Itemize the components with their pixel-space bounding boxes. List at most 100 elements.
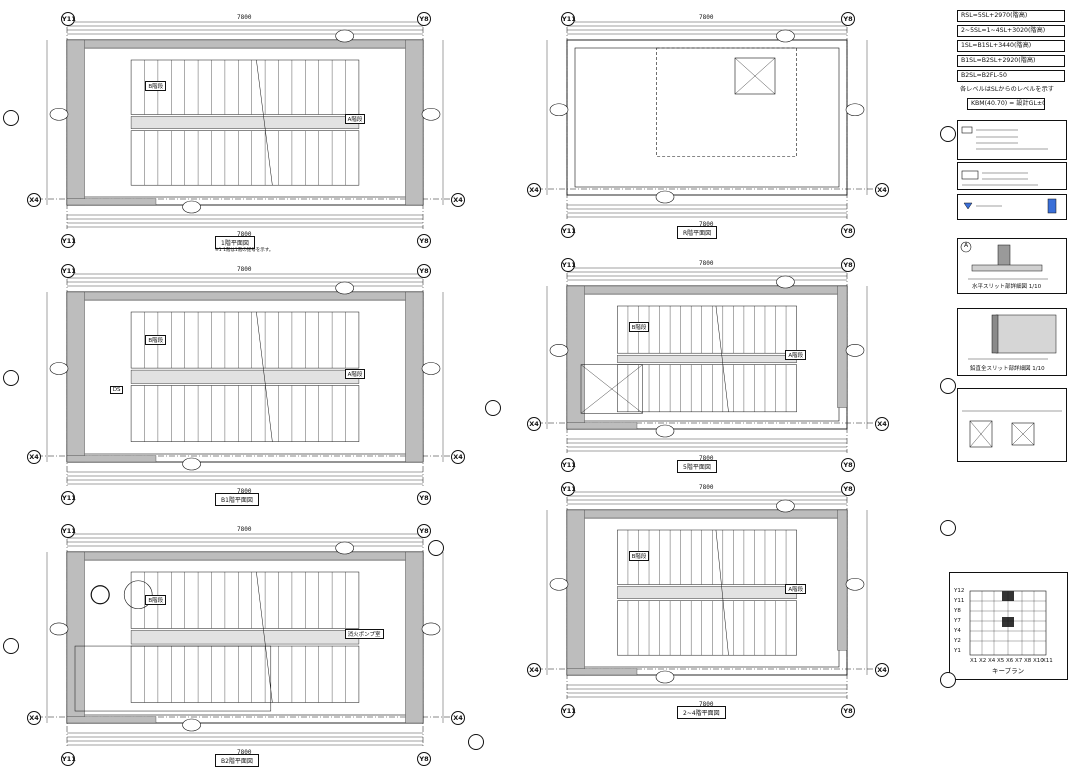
section-marker-icon (3, 110, 19, 126)
grid-bubble-y11: Y11 (61, 12, 76, 26)
vertical-slit-detail: 鉛直全スリット部詳細図 1/10 (957, 308, 1067, 376)
legend-slab-graphic (961, 170, 1038, 186)
room-label: B階段 (145, 334, 167, 345)
grid-bubble-x4: X4 (875, 663, 889, 677)
grid-bubble-y11: Y11 (61, 491, 76, 505)
horizontal-slit-detail: A 水平スリット部詳細図 1/10 (957, 238, 1067, 294)
level-row: B2SL=B2FL-50 (957, 70, 1065, 82)
grid-bubble-y11: Y11 (561, 458, 576, 472)
key-plan-axis-label: Y1 (954, 648, 961, 654)
grid-bubble-x4: X4 (451, 193, 465, 207)
section-marker-icon (3, 638, 19, 654)
section-marker-icon (940, 520, 956, 536)
grid-bubble-y8: Y8 (417, 491, 431, 505)
section-marker-icon (940, 126, 956, 142)
grid-bubble-x4: X4 (451, 450, 465, 464)
key-plan-axis-label: X1 (970, 658, 978, 664)
section-marker-icon (940, 672, 956, 688)
key-plan-axis-label: X2 (979, 658, 987, 664)
key-plan-axis-label: X4 (988, 658, 996, 664)
section-marker-icon (3, 370, 19, 386)
room-label: A階段 (344, 368, 366, 379)
span-dimension: 7800 (699, 484, 714, 491)
key-plan-axis-label: Y8 (954, 608, 961, 614)
horizontal-slit-graphic (960, 241, 1048, 280)
level-row: 2~5SL=1~4SL+3020(階高) (957, 25, 1065, 37)
section-marker-icon (940, 378, 956, 394)
key-plan-axis-label: Y11 (954, 598, 965, 604)
grid-bubble-y8: Y8 (841, 224, 855, 238)
vertical-slit-graphic (968, 314, 1057, 360)
key-plan-axis-label: X11 (1042, 658, 1053, 664)
grid-bubble-y8: Y8 (417, 12, 431, 26)
legend-panel-slab (957, 162, 1067, 190)
legend-slit-graphic (963, 198, 1057, 214)
grid-bubble-x4: X4 (527, 663, 541, 677)
horizontal-slit-title: 水平スリット部詳細図 1/10 (972, 284, 1042, 290)
grid-bubble-y8: Y8 (841, 12, 855, 26)
level-legend: RSL=5SL+2970(階高) 2~5SL=1~4SL+3020(階高) 1S… (957, 10, 1065, 113)
opening-legend-graphic (962, 410, 1062, 448)
span-dimension: 7800 (699, 221, 714, 228)
legend-panel-hatch (957, 120, 1067, 160)
key-plan-axis-label: X10 (1033, 658, 1044, 664)
grid-bubble-x4: X4 (527, 183, 541, 197)
span-dimension: 7800 (699, 14, 714, 21)
floor-plan-graphic (37, 268, 453, 486)
grid-bubble-x4: X4 (27, 450, 41, 464)
key-plan-axis-label: X7 (1015, 658, 1023, 664)
room-label: 消火ポンプ室 (344, 628, 384, 639)
room-label: A階段 (785, 350, 807, 361)
room-label: B階段 (628, 551, 650, 562)
room-label: A階段 (785, 584, 807, 595)
grid-bubble-x4: X4 (451, 711, 465, 725)
floor-plan-graphic (537, 16, 877, 219)
grid-bubble-y8: Y8 (417, 752, 431, 766)
room-label: B階段 (145, 594, 167, 605)
section-marker-icon (468, 734, 484, 750)
grid-bubble-x4: X4 (527, 417, 541, 431)
span-dimension: 7800 (237, 526, 252, 533)
key-plan-axis-label: Y2 (954, 638, 961, 644)
floor-plan-graphic (537, 262, 877, 453)
plan-title: 1階平面図 (215, 236, 255, 249)
grid-bubble-y11: Y11 (561, 704, 576, 718)
key-plan-axis-label: X8 (1024, 658, 1032, 664)
grid-bubble-y11: Y11 (561, 224, 576, 238)
grid-bubble-y8: Y8 (417, 264, 431, 278)
grid-bubble-x4: X4 (27, 711, 41, 725)
grid-bubble-y11: Y11 (61, 234, 76, 248)
span-dimension: 7800 (237, 266, 252, 273)
key-plan-axis-label: Y4 (954, 628, 961, 634)
key-plan-axis-label: Y12 (954, 588, 965, 594)
span-dimension: 7800 (237, 488, 252, 495)
grid-bubble-x4: X4 (875, 183, 889, 197)
key-plan-axis-label: X5 (997, 658, 1005, 664)
plan-note: ※1 1階は1階の記号を示す。 (215, 248, 274, 253)
level-row: RSL=5SL+2970(階高) (957, 10, 1065, 22)
section-marker-icon (485, 400, 501, 416)
span-dimension: 7800 (699, 260, 714, 267)
grid-bubble-y8: Y8 (841, 704, 855, 718)
key-plan-axis-label: X6 (1006, 658, 1014, 664)
detail-a-label: A (964, 242, 969, 249)
room-label: B階段 (145, 81, 167, 92)
grid-bubble-y11: Y11 (561, 258, 576, 272)
floor-plan-graphic (37, 528, 453, 747)
plan-title: 2~4階平面図 (677, 706, 726, 719)
level-row: 1SL=B1SL+3440(階高) (957, 40, 1065, 52)
grid-bubble-y11: Y11 (61, 524, 76, 538)
floor-plan-graphic (37, 16, 453, 229)
grid-bubble-y11: Y11 (561, 482, 576, 496)
span-dimension: 7800 (699, 455, 714, 462)
room-label: DS (109, 385, 124, 394)
grid-bubble-y8: Y8 (841, 482, 855, 496)
grid-bubble-x4: X4 (27, 193, 41, 207)
grid-bubble-y8: Y8 (841, 458, 855, 472)
level-row: B1SL=B2SL+2920(階高) (957, 55, 1065, 67)
key-plan-title: キープラン (992, 667, 1025, 675)
